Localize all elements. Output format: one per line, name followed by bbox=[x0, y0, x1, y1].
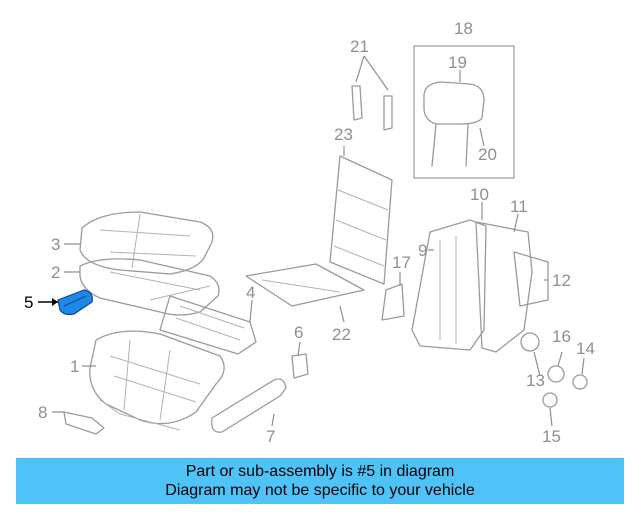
callout-12: 12 bbox=[552, 271, 571, 290]
seat-cushion-pad bbox=[79, 211, 214, 275]
callout-14: 14 bbox=[576, 339, 595, 358]
callout-1: 1 bbox=[70, 357, 79, 376]
knob-14 bbox=[572, 374, 588, 390]
callout-7: 7 bbox=[266, 427, 275, 446]
knob-15 bbox=[542, 392, 558, 408]
banner-line-1: Part or sub-assembly is #5 in diagram bbox=[185, 463, 455, 480]
info-banner: Part or sub-assembly is #5 in diagram Di… bbox=[16, 458, 624, 504]
knob-13 bbox=[520, 332, 540, 352]
callout-16: 16 bbox=[552, 327, 571, 346]
side-trim bbox=[211, 378, 287, 433]
callout-19: 19 bbox=[448, 53, 467, 72]
seat-frame-tray bbox=[159, 295, 257, 355]
callout-18: 18 bbox=[454, 19, 473, 38]
callout-4: 4 bbox=[246, 283, 255, 302]
seat-pan-board bbox=[245, 263, 365, 307]
callout-21: 21 bbox=[350, 37, 369, 56]
callout-13: 13 bbox=[526, 371, 545, 390]
callout-23: 23 bbox=[334, 125, 353, 144]
cushion-cover bbox=[79, 258, 220, 316]
headrest-guides bbox=[351, 85, 393, 131]
seat-lower-frame bbox=[89, 330, 225, 431]
clip-part bbox=[291, 353, 309, 379]
callout-9: 9 bbox=[418, 241, 427, 260]
callout-5: 5 bbox=[24, 293, 33, 312]
callout-17: 17 bbox=[392, 253, 411, 272]
callout-2: 2 bbox=[51, 263, 60, 282]
seatback-board bbox=[329, 155, 393, 285]
part-5-highlighted[interactable] bbox=[57, 289, 93, 316]
banner-line-2: Diagram may not be specific to your vehi… bbox=[165, 482, 475, 499]
callout-6: 6 bbox=[294, 323, 303, 342]
headrest-box bbox=[413, 45, 515, 179]
callout-15: 15 bbox=[542, 427, 561, 446]
callout-8: 8 bbox=[38, 403, 47, 422]
callout-20: 20 bbox=[478, 145, 497, 164]
bracket-17 bbox=[381, 283, 405, 321]
callout-3: 3 bbox=[51, 235, 60, 254]
seatback-pad bbox=[475, 221, 549, 353]
callout-22: 22 bbox=[332, 325, 351, 344]
callout-10: 10 bbox=[470, 185, 489, 204]
adjuster-bracket bbox=[63, 411, 105, 435]
seatback-frame bbox=[411, 219, 487, 351]
parts-diagram: 3 2 5 1 8 4 6 7 23 22 9 10 11 12 17 18 1… bbox=[24, 19, 595, 446]
callout-11: 11 bbox=[510, 197, 528, 216]
knob-16 bbox=[547, 365, 565, 383]
